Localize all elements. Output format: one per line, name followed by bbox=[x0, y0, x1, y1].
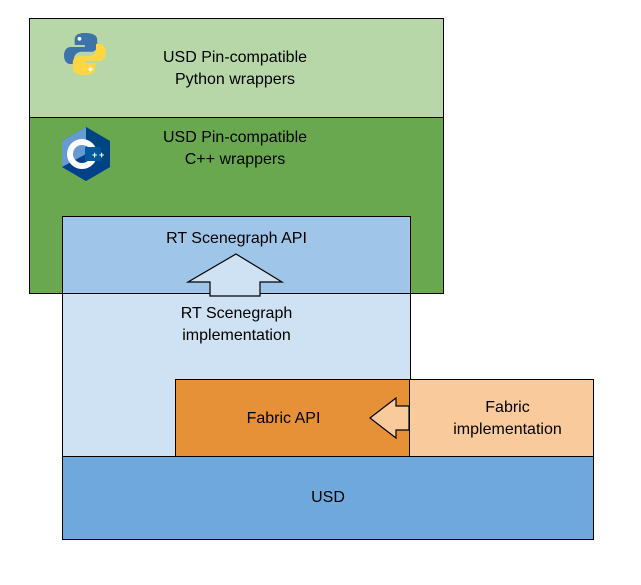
fabric-implementation-label: Fabric implementation bbox=[409, 397, 594, 441]
up-arrow-icon bbox=[185, 253, 285, 297]
svg-text:+: + bbox=[99, 150, 104, 160]
python-wrappers-line2: Python wrappers bbox=[174, 71, 296, 88]
python-logo-icon bbox=[64, 33, 106, 75]
cpp-wrappers-line2: C++ wrappers bbox=[184, 151, 286, 168]
rt-impl-line1: RT Scenegraph bbox=[180, 305, 293, 322]
svg-text:+: + bbox=[92, 150, 97, 160]
fabric-implementation-box bbox=[409, 379, 594, 457]
fabric-impl-line1: Fabric bbox=[485, 399, 530, 416]
usd-layer bbox=[62, 456, 594, 540]
python-wrappers-label: USD Pin-compatible Python wrappers bbox=[130, 47, 340, 91]
rt-scenegraph-implementation-label: RT Scenegraph implementation bbox=[62, 303, 411, 347]
rt-scenegraph-api-label: RT Scenegraph API bbox=[166, 230, 307, 247]
python-wrappers-line1: USD Pin-compatible bbox=[162, 49, 308, 66]
cpp-wrappers-line1: USD Pin-compatible bbox=[162, 129, 308, 146]
python-wrappers-layer bbox=[29, 18, 444, 118]
fabric-api-label: Fabric API bbox=[246, 410, 321, 427]
cpp-wrappers-label: USD Pin-compatible C++ wrappers bbox=[130, 127, 340, 171]
usd-label: USD bbox=[311, 489, 345, 506]
rt-impl-line2: implementation bbox=[182, 327, 291, 344]
left-arrow-icon bbox=[369, 396, 410, 440]
cpp-logo-icon: + + bbox=[62, 127, 110, 181]
fabric-impl-line2: implementation bbox=[453, 421, 562, 438]
